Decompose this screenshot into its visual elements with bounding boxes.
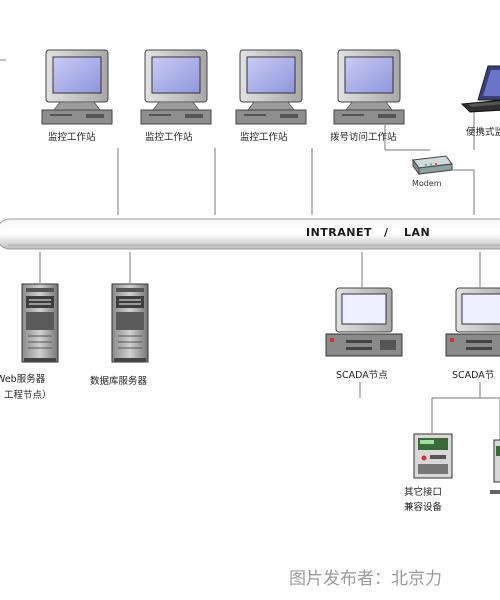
- workstation-3: [235, 49, 307, 125]
- other-device-label: 其它接口: [404, 486, 442, 498]
- monitor-icon: [235, 49, 307, 125]
- server-tower-icon: [21, 283, 59, 363]
- modem-device: Modem: [412, 155, 453, 188]
- dialup-workstation-label: 拨号访问工作站: [330, 131, 397, 143]
- publisher-watermark: 图片发布者：北京力: [289, 569, 442, 589]
- device-panel-icon: [413, 433, 453, 479]
- modem-icon: [412, 155, 453, 176]
- monitor-icon: [333, 49, 405, 125]
- network-bus: INTRANET / LAN: [0, 218, 500, 250]
- bus-label-lan: LAN: [404, 226, 430, 239]
- scada-node-2-label: SCADA节: [452, 370, 494, 381]
- laptop-device: 便携式监控: [460, 65, 500, 138]
- workstation-1: [41, 49, 113, 125]
- desktop-computer-icon: [445, 287, 500, 357]
- bus-label-separator: /: [384, 226, 389, 239]
- web-server-label-line2: 工程节点）: [4, 389, 52, 401]
- monitor-icon: [140, 49, 212, 125]
- monitor-icon: [41, 49, 113, 125]
- bus-label-intranet: INTRANET: [306, 226, 372, 239]
- web-server-label: Web服务器: [0, 373, 46, 385]
- laptop-label: 便携式监控: [466, 126, 500, 138]
- workstation-1-label: 监控工作站: [48, 131, 96, 143]
- desktop-computer-icon: [325, 287, 403, 357]
- workstation-2: [140, 49, 212, 125]
- scada-node-1-label: SCADA节点: [336, 370, 388, 381]
- workstation-3-label: 监控工作站: [240, 131, 288, 143]
- database-server: 数据库服务器: [90, 283, 149, 387]
- scada-node-2: [445, 287, 500, 357]
- partial-device-right: [490, 439, 500, 494]
- workstation-2-label: 监控工作站: [145, 131, 193, 143]
- web-server: Web服务器 工程节点）: [0, 283, 59, 401]
- dialup-workstation: [333, 49, 405, 125]
- scada-node-1: [325, 287, 403, 357]
- database-server-label: 数据库服务器: [90, 375, 148, 387]
- other-interface-device: 其它接口 兼容设备: [404, 433, 453, 513]
- connection-lines: [39, 108, 500, 440]
- other-device-label-line2: 兼容设备: [404, 501, 443, 513]
- laptop-icon: [460, 65, 500, 113]
- server-tower-icon: [111, 283, 149, 363]
- modem-label: Modem: [412, 179, 442, 188]
